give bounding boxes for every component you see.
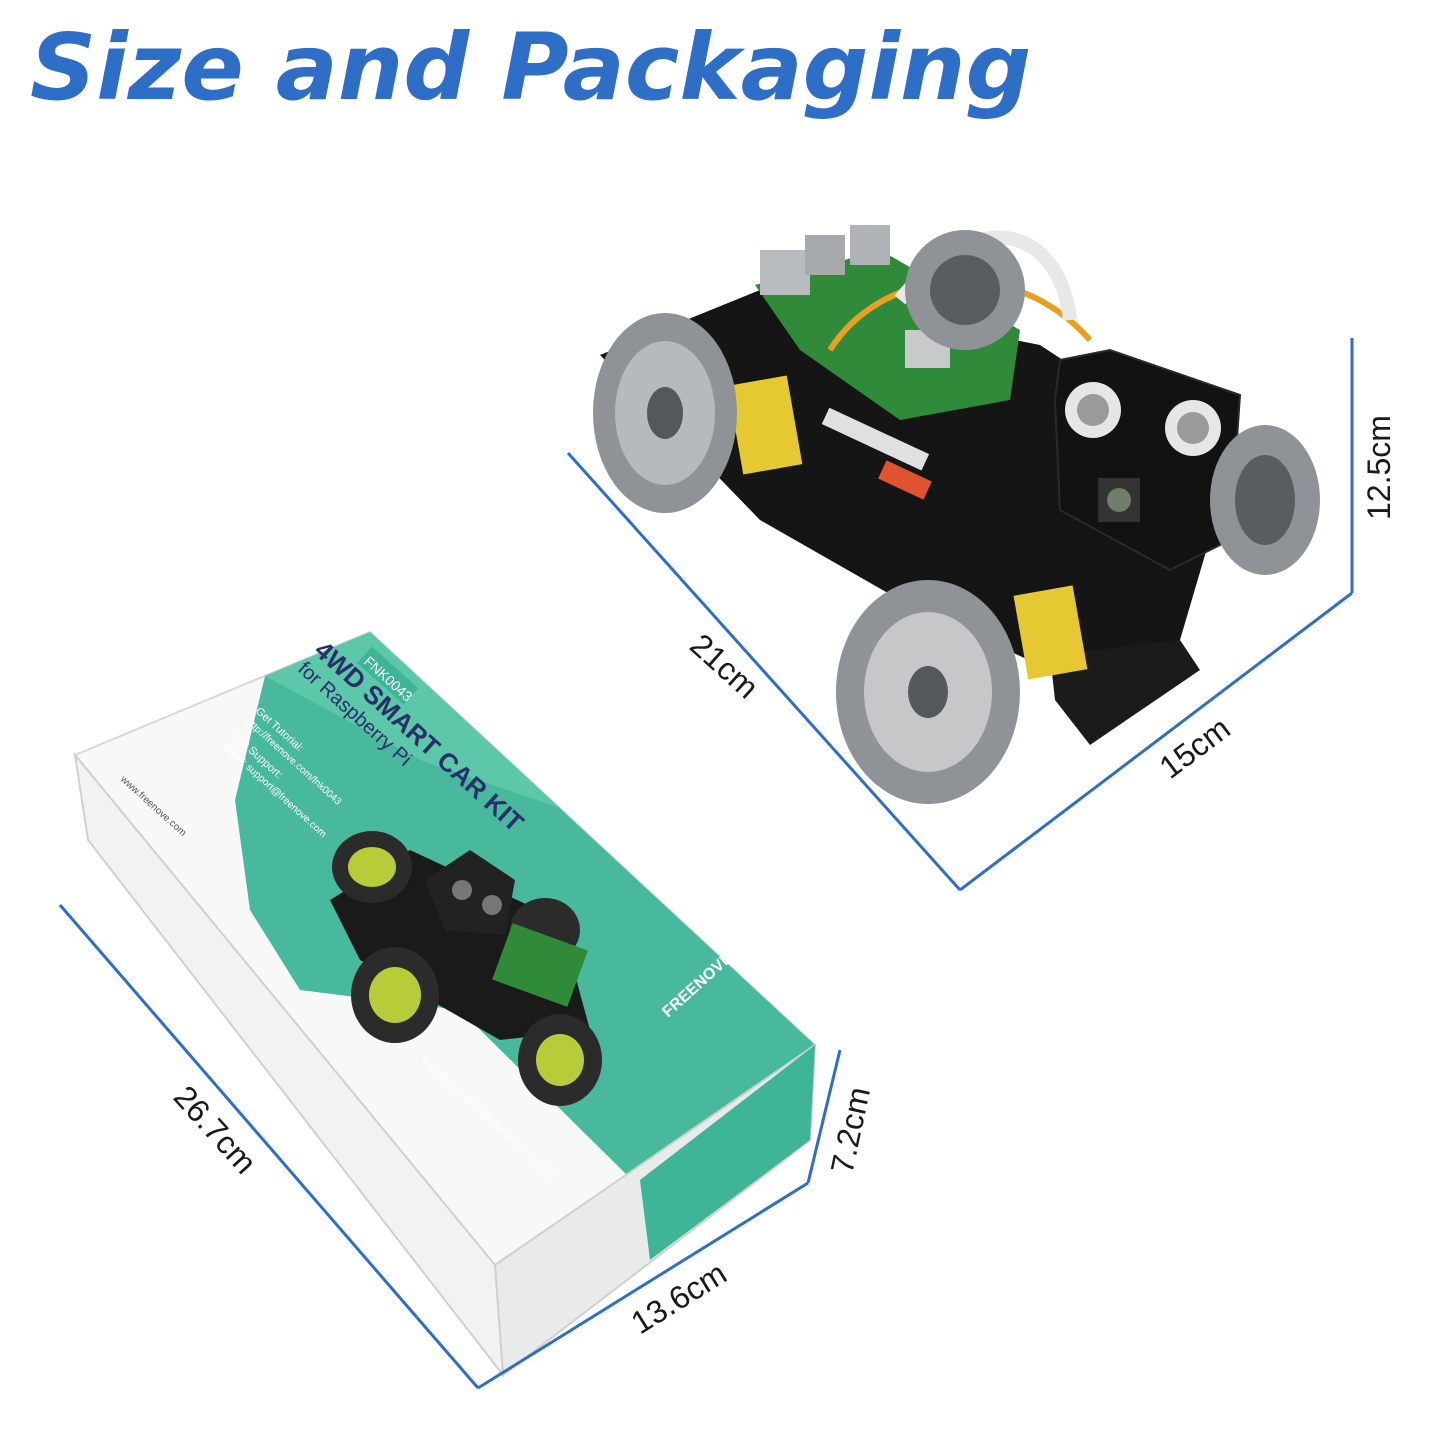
wheel-rear-left: [905, 230, 1025, 350]
car-image: [593, 225, 1320, 804]
page-title: Size and Packaging: [30, 14, 1032, 121]
wheel-front-right: [836, 580, 1020, 804]
box-car-picture: [330, 831, 602, 1106]
car-height-label: 12.5cm: [1361, 415, 1397, 520]
package-dimension-lines: [58, 904, 842, 1390]
wheel-front-left: [593, 313, 737, 513]
wheel-rear-right: [1210, 425, 1320, 575]
car-length-label: 21cm: [683, 626, 765, 705]
package-length-label: 26.7cm: [167, 1079, 264, 1181]
car-dimension-lines: [566, 338, 1354, 892]
car-width-label: 15cm: [1153, 710, 1237, 786]
package-height-label: 7.2cm: [824, 1084, 877, 1177]
